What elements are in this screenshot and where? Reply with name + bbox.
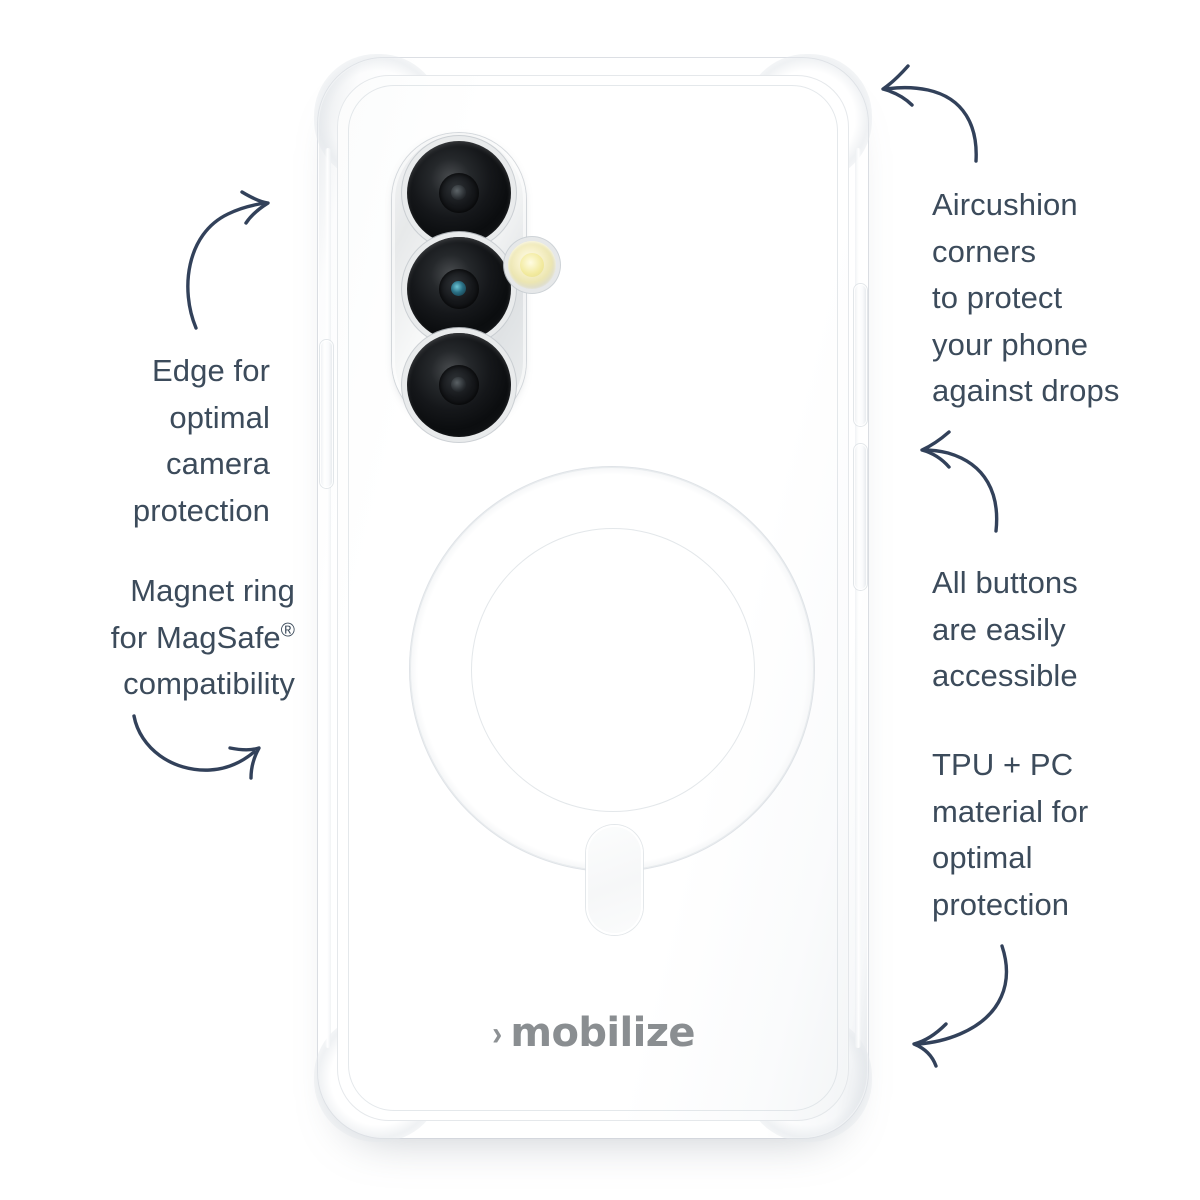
brand-wordmark: mobilize — [510, 1010, 695, 1056]
case-edge-highlight-right — [855, 148, 861, 1048]
camera-lens-1-aperture — [451, 185, 466, 200]
callout-magnet-text-before: Magnet ring for MagSafe — [110, 573, 295, 655]
phone-case-product-image: › mobilize — [314, 54, 872, 1142]
side-button-volume — [854, 284, 867, 426]
magsafe-ring-inner-outline — [471, 528, 755, 812]
arrow-to-material-edge-icon — [898, 938, 1048, 1068]
camera-module — [392, 133, 578, 437]
chevron-right-icon: › — [492, 1014, 503, 1052]
callout-edge-camera-protection: Edge for optimal camera protection — [132, 353, 270, 528]
camera-flash-led-icon — [508, 241, 556, 289]
side-button-left — [320, 340, 333, 488]
brand-logo: › mobilize — [337, 1013, 849, 1053]
camera-lens-2 — [407, 237, 511, 341]
callout-magnet-ring-magsafe: Magnet ring for MagSafe® compatibility — [20, 568, 295, 708]
magsafe-alignment-pill — [586, 825, 643, 935]
callout-tpu-pc-material: TPU + PC material for optimal protection — [932, 747, 1089, 922]
camera-lens-3-aperture — [451, 377, 466, 392]
callout-buttons-accessible: All buttons are easily accessible — [932, 565, 1078, 693]
camera-lens-3 — [407, 333, 511, 437]
camera-lens-2-aperture — [451, 281, 466, 296]
arrow-to-camera-edge-icon — [168, 186, 288, 331]
arrow-to-magnet-ring-icon — [130, 706, 280, 786]
magsafe-magnet-ring — [409, 466, 815, 872]
case-edge-highlight-left — [325, 148, 331, 1048]
arrow-to-side-buttons-icon — [908, 428, 1018, 533]
registered-trademark-icon: ® — [280, 620, 295, 642]
callout-aircushion-corners: Aircushion corners to protect your phone… — [932, 187, 1120, 408]
arrow-to-aircushion-corner-icon — [866, 58, 1011, 163]
case-inner-rim — [348, 85, 838, 1111]
case-back-panel: › mobilize — [337, 75, 849, 1121]
side-button-power — [854, 444, 867, 590]
camera-lens-1 — [407, 141, 511, 245]
callout-magnet-text-after: compatibility — [123, 666, 295, 701]
